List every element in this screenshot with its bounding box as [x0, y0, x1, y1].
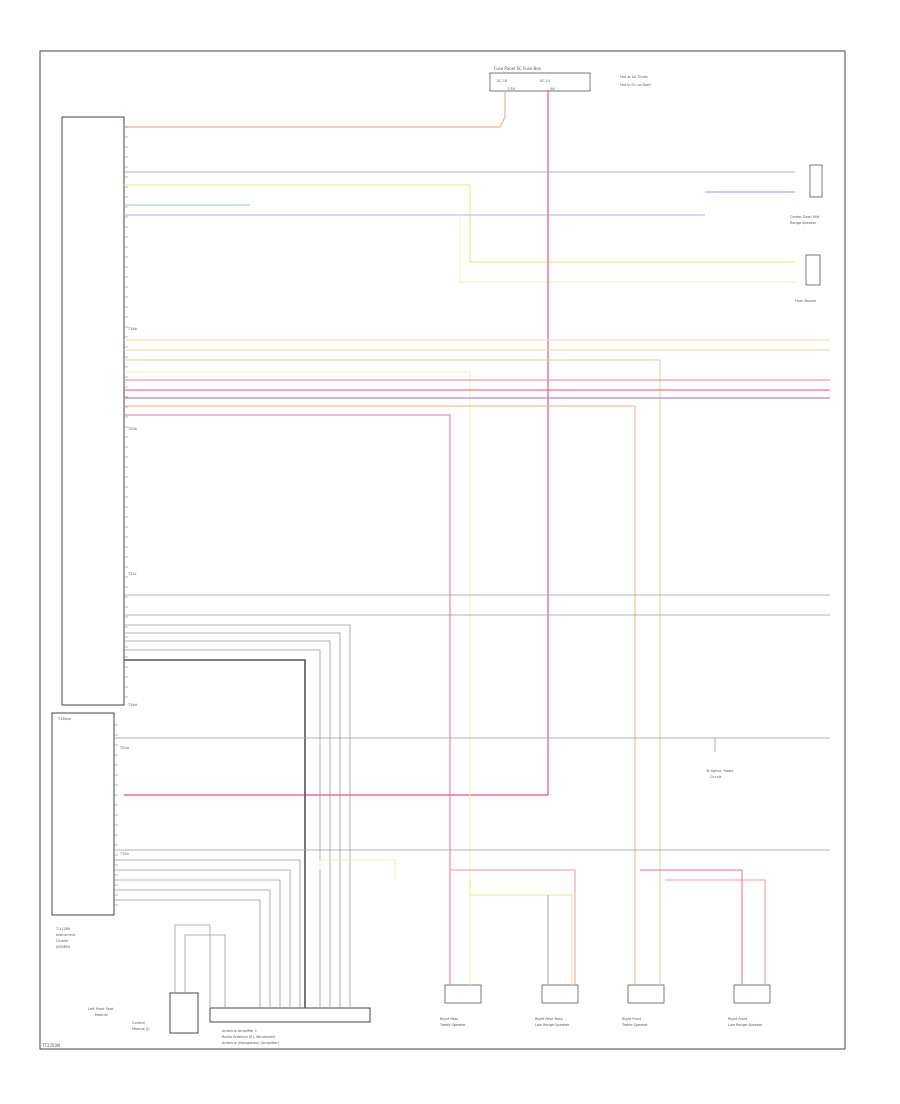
- label-rf-tweeter-2: Treble Speaker: [621, 1023, 648, 1027]
- seat-module-box: [169, 992, 199, 1034]
- label-horn: Horn Buzzer: [795, 299, 817, 303]
- speaker-icon: [733, 984, 771, 1004]
- component-labels: Center Dash Mid Range Speaker Horn Buzze…: [55, 215, 819, 1045]
- fuse-amp-1: 7.5A: [507, 87, 516, 91]
- wire-rf-red: [665, 879, 766, 985]
- instrument-cluster-box: [51, 712, 115, 916]
- label-antenna-3: Antenna (Navigation) (Amplifier): [222, 1041, 280, 1045]
- wire-orange-rf: [124, 405, 636, 880]
- pin-ticks-layer: [114, 126, 128, 906]
- wire-lyellow-rr: [124, 371, 471, 880]
- fuse-label-1: SC 18: [497, 79, 507, 83]
- horn-icon: [805, 254, 821, 286]
- label-rf-low-1: Right Front: [728, 1017, 748, 1021]
- label-seat-module-3: Control: [132, 1021, 145, 1025]
- label-seat-module-4: Module (J): [132, 1027, 150, 1031]
- label-antenna-1: Antenna Amplifier 1: [222, 1029, 257, 1033]
- footer-code: TT2350N: [41, 1043, 60, 1048]
- connector-label: T20b: [127, 427, 138, 431]
- wire-ant-yellow: [319, 859, 396, 880]
- center-dash-speaker-icon: [809, 164, 823, 198]
- wire-orange-supply: [124, 90, 506, 128]
- fuse-note-2: Hot in On or Start: [620, 83, 652, 87]
- connector-label: T32c: [127, 572, 137, 576]
- connector-label: T10n: [119, 852, 129, 856]
- label-rf-low-2: Low Range Speaker: [728, 1023, 763, 1027]
- wires-layer: [114, 90, 830, 1008]
- wire-cluster: [114, 899, 261, 1008]
- speaker-icon: [541, 984, 579, 1004]
- label-center-speaker-1: Center Dash Mid: [790, 215, 819, 219]
- wire-pink-rr: [124, 414, 451, 880]
- label-cluster-4: (KOMBI): [56, 945, 71, 949]
- wire-cluster: [114, 869, 291, 1008]
- label-cluster-2: Instrument: [56, 933, 76, 937]
- wire-seat-2: [184, 934, 226, 1008]
- antenna-amplifier-box: [209, 1007, 371, 1023]
- wire-gray-ant-3: [124, 640, 331, 1008]
- connector-label: T20d: [119, 746, 129, 750]
- connector-label: T16b: [127, 327, 138, 331]
- wire-lyellow-horn: [459, 215, 795, 283]
- connector-labels: T16b T20b T32c T16d T20d T10n: [119, 327, 138, 856]
- label-rr-tweeter-2: Treble Speaker: [439, 1023, 466, 1027]
- connector-label: T16d: [127, 703, 137, 707]
- label-rr-tweeter-1: Right Rear: [440, 1017, 459, 1021]
- label-center-speaker-2: Range Speaker: [790, 221, 817, 225]
- label-antenna-2: Radio Antenna (R), Windshield: [222, 1035, 275, 1039]
- wire-seat-1: [174, 924, 211, 1008]
- fuse-panel: [489, 72, 591, 92]
- speaker-group: [444, 984, 771, 1004]
- wire-cluster: [114, 859, 301, 1008]
- fuse-label-2: SC 14: [540, 79, 551, 83]
- diagram-border: [39, 50, 846, 1050]
- wire-cluster: [114, 879, 281, 1008]
- label-splice-1: To Splice, Radio: [705, 769, 733, 773]
- wire-rf-pink: [640, 869, 743, 985]
- fuse-amp-2: 5A: [550, 87, 555, 91]
- label-rf-tweeter-1: Right Front: [622, 1017, 642, 1021]
- wire-rr-red: [450, 869, 576, 985]
- wire-gray-ant-4: [124, 649, 321, 1008]
- wire-rr-yellow: [469, 880, 573, 985]
- label-cluster-1: T-1 J289: [55, 927, 70, 931]
- speaker-icon: [627, 984, 665, 1004]
- label-splice-2: Circuit: [710, 775, 722, 779]
- wire-yellow-horn: [124, 184, 795, 263]
- wire-dark-ant: [124, 659, 306, 1008]
- wire-tan-rf: [124, 359, 661, 880]
- wire-gray-ant-1: [124, 624, 351, 1008]
- radio-module-box: [61, 116, 125, 706]
- wire-pink-main: [124, 90, 549, 796]
- wire-gray-ant-2: [124, 632, 341, 1008]
- label-cluster-title: T16b/w: [57, 717, 71, 721]
- label-rr-low-1: Right Rear Bass: [535, 1017, 563, 1021]
- fuse-note-1: Hot at All Times: [620, 75, 648, 79]
- label-rr-low-2: Low Range Speaker: [535, 1023, 570, 1027]
- fuse-panel-title: Fuse Panel SC Fuse Box: [494, 66, 542, 71]
- label-seat-module-1: Left Front Seat: [88, 1007, 114, 1011]
- wire-cluster: [114, 889, 271, 1008]
- label-cluster-3: Cluster: [56, 939, 69, 943]
- speaker-icon: [444, 984, 482, 1004]
- label-seat-module-2: Module: [95, 1013, 108, 1017]
